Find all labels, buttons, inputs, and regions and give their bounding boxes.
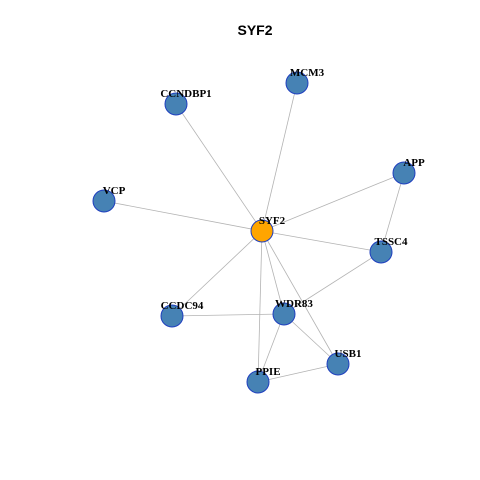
edge-wdr83-ppie bbox=[257, 313, 285, 383]
node-syf2[interactable] bbox=[250, 219, 274, 243]
edge-syf2-ppie bbox=[257, 230, 263, 383]
node-app[interactable] bbox=[392, 161, 416, 185]
edge-syf2-tssc4 bbox=[261, 230, 382, 253]
edge-syf2-wdr83 bbox=[261, 230, 285, 315]
edge-syf2-usb1 bbox=[261, 230, 339, 365]
edge-syf2-ccdc94 bbox=[171, 230, 263, 317]
node-label-vcp: VCP bbox=[103, 185, 126, 197]
edge-app-tssc4 bbox=[380, 172, 405, 253]
node-ccdc94[interactable] bbox=[160, 304, 184, 328]
edge-wdr83-usb1 bbox=[283, 313, 339, 365]
node-ccndbp1[interactable] bbox=[164, 92, 188, 116]
nodes-layer bbox=[92, 71, 416, 394]
node-label-ccndbp1: CCNDBP1 bbox=[160, 88, 211, 100]
node-label-usb1: USB1 bbox=[335, 348, 362, 360]
node-vcp[interactable] bbox=[92, 189, 116, 213]
graph-title: SYF2 bbox=[237, 22, 272, 38]
edge-syf2-vcp bbox=[103, 200, 263, 232]
edge-syf2-ccndbp1 bbox=[175, 103, 263, 232]
node-label-tssc4: TSSC4 bbox=[374, 236, 408, 248]
node-label-syf2: SYF2 bbox=[259, 215, 286, 227]
node-ppie[interactable] bbox=[246, 370, 270, 394]
node-mcm3[interactable] bbox=[285, 71, 309, 95]
edges-layer bbox=[103, 82, 405, 383]
edge-ppie-usb1 bbox=[257, 363, 339, 383]
node-label-app: APP bbox=[403, 157, 425, 169]
node-label-wdr83: WDR83 bbox=[275, 298, 313, 310]
node-label-ppie: PPIE bbox=[255, 366, 280, 378]
edge-tssc4-wdr83 bbox=[283, 251, 382, 315]
edge-ccdc94-wdr83 bbox=[171, 313, 285, 317]
node-wdr83[interactable] bbox=[272, 302, 296, 326]
edge-syf2-app bbox=[261, 172, 405, 232]
node-tssc4[interactable] bbox=[369, 240, 393, 264]
node-label-ccdc94: CCDC94 bbox=[161, 300, 204, 312]
edge-syf2-mcm3 bbox=[261, 82, 298, 232]
node-label-mcm3: MCM3 bbox=[290, 67, 325, 79]
node-usb1[interactable] bbox=[326, 352, 350, 376]
